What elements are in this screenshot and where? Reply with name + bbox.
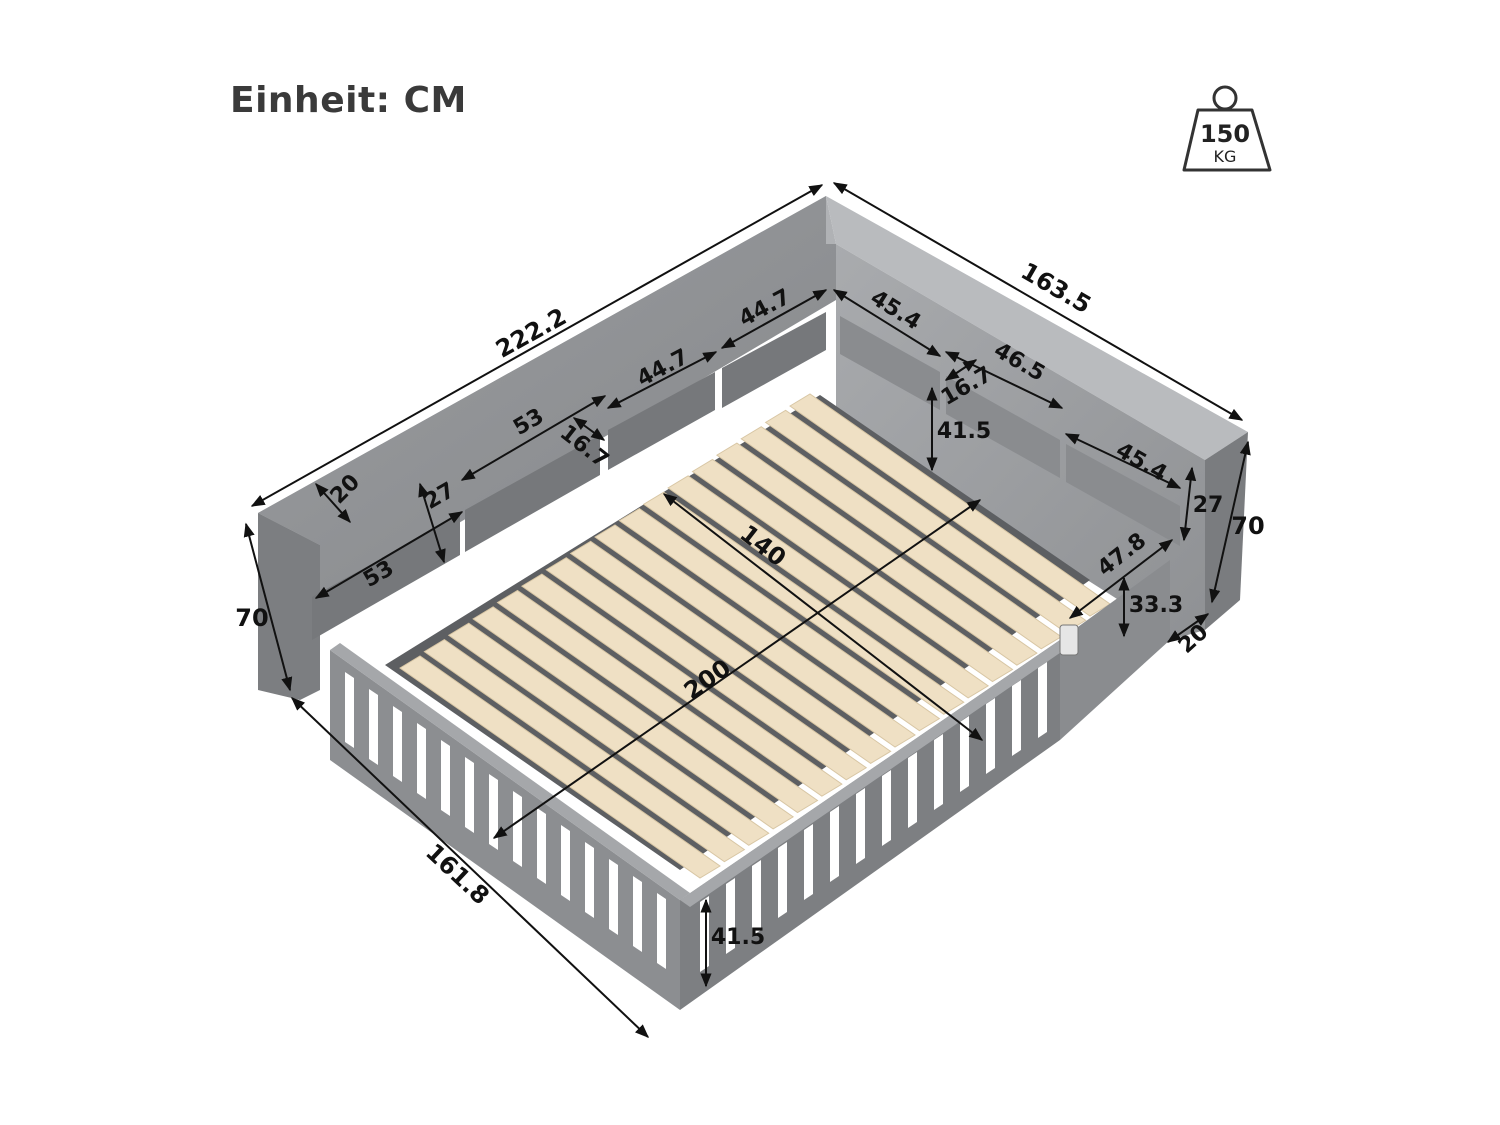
rail-gap bbox=[1012, 680, 1021, 756]
rail-gap bbox=[726, 878, 735, 954]
rail-gap bbox=[804, 824, 813, 900]
rail-gap bbox=[609, 859, 618, 935]
rail-gap bbox=[369, 689, 378, 765]
weight-unit: KG bbox=[1214, 147, 1237, 166]
rail-gap bbox=[778, 842, 787, 918]
dim-right-height: 70 bbox=[1231, 512, 1264, 540]
rail-gap bbox=[561, 825, 570, 901]
rail-gap bbox=[417, 723, 426, 799]
rail-gap bbox=[513, 791, 522, 867]
rail-gap bbox=[585, 842, 594, 918]
rail-gap bbox=[856, 788, 865, 864]
dimension-lines bbox=[243, 182, 1251, 1038]
dim-inner-height-back: 41.5 bbox=[937, 419, 991, 444]
rail-gap bbox=[393, 706, 402, 782]
rail-gap bbox=[908, 752, 917, 828]
rail-gap bbox=[465, 757, 474, 833]
rail-gap bbox=[934, 734, 943, 810]
dim-front-rail-height: 41.5 bbox=[711, 925, 765, 950]
dim-right-shelf-height: 27 bbox=[1193, 493, 1224, 518]
rail-gap bbox=[882, 770, 891, 846]
rail-gap bbox=[633, 876, 642, 952]
rail-gap bbox=[489, 774, 498, 850]
outlet-icon bbox=[1059, 624, 1079, 656]
bed-frame bbox=[258, 196, 1248, 1010]
dim-gate-height: 33.3 bbox=[1129, 593, 1183, 618]
weight-badge-icon: 150 KG bbox=[1182, 85, 1272, 172]
rail-gap bbox=[986, 698, 995, 774]
rail-gap bbox=[752, 860, 761, 936]
rail-gap bbox=[537, 808, 546, 884]
rail-gap bbox=[657, 893, 666, 969]
dim-left-height: 70 bbox=[235, 604, 268, 632]
weight-value: 150 bbox=[1200, 120, 1250, 148]
rail-gap bbox=[441, 740, 450, 816]
rail-gap bbox=[830, 806, 839, 882]
rail-gap bbox=[1038, 662, 1047, 738]
rail-gap bbox=[700, 896, 709, 972]
unit-label: Einheit: CM bbox=[230, 80, 467, 121]
rail-gap bbox=[345, 672, 354, 748]
